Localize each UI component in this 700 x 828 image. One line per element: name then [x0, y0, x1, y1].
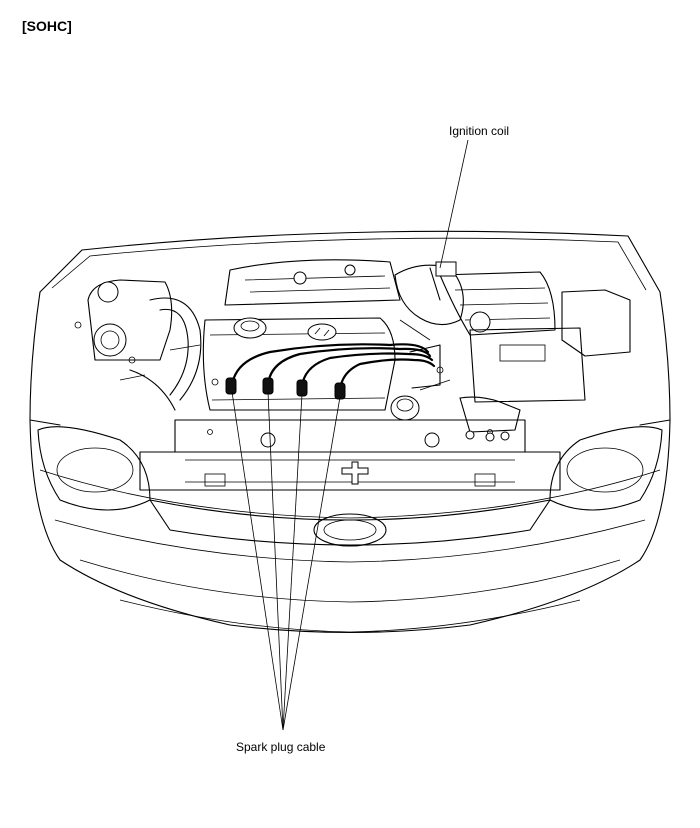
ignition-coil-label: Ignition coil — [449, 124, 510, 138]
radiator-support — [139, 419, 561, 491]
right-headlight — [549, 426, 663, 511]
left-headlight — [37, 426, 151, 511]
leader-lines — [231, 139, 469, 731]
section-header: [SOHC] — [22, 18, 72, 34]
engine-compartment — [74, 259, 631, 442]
open-hood — [39, 230, 661, 293]
spark-plug-cables — [225, 343, 441, 400]
spark-plug-cable-label: Spark plug cable — [236, 740, 326, 754]
